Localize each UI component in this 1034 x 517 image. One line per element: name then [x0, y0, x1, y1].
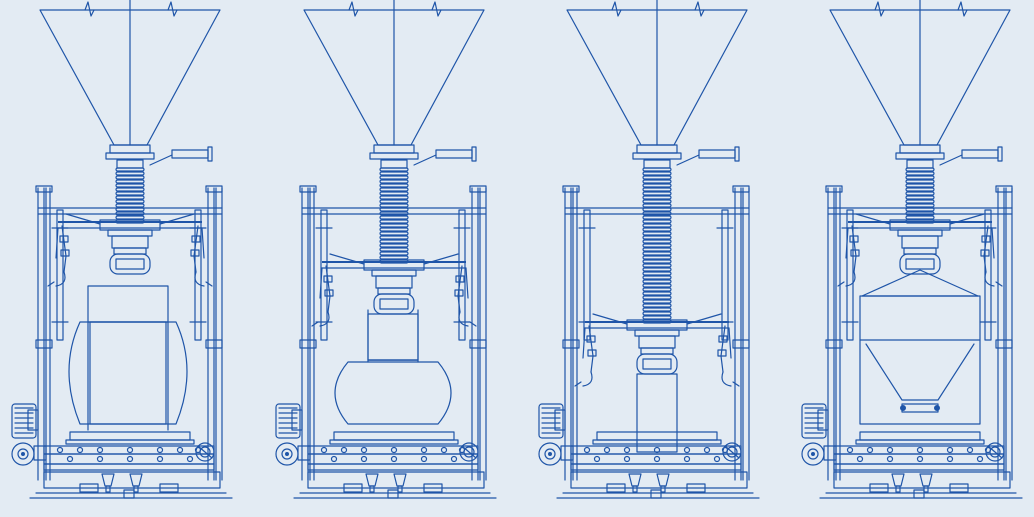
station-2	[275, 0, 497, 499]
filling-head	[47, 213, 213, 287]
pallet-scale	[293, 431, 497, 499]
pallet-scale	[819, 431, 1023, 499]
support-frame	[299, 185, 487, 481]
drive-motor	[801, 403, 1005, 466]
station-3	[538, 0, 760, 499]
support-frame	[825, 185, 1013, 481]
feed-funnel	[829, 0, 1011, 166]
drive-motor	[275, 403, 479, 466]
container-hopper-container	[859, 269, 981, 425]
container-bulk-bag-full	[68, 285, 188, 431]
container-bulk-bag-partial	[334, 309, 452, 425]
feed-funnel	[39, 0, 221, 166]
flexible-hose	[379, 159, 409, 264]
flexible-hose	[115, 159, 145, 224]
drive-motor	[11, 403, 215, 466]
filling-head	[574, 313, 740, 387]
station-4	[801, 0, 1023, 499]
feed-funnel	[566, 0, 748, 166]
feed-funnel	[303, 0, 485, 166]
filling-head	[837, 213, 1003, 287]
pallet-scale	[29, 431, 233, 499]
pallet-scale	[556, 431, 760, 499]
drive-motor	[538, 403, 742, 466]
flexible-hose	[642, 159, 672, 324]
filling-head	[311, 253, 477, 327]
support-frame	[562, 185, 750, 481]
station-1	[11, 0, 233, 499]
support-frame	[35, 185, 223, 481]
